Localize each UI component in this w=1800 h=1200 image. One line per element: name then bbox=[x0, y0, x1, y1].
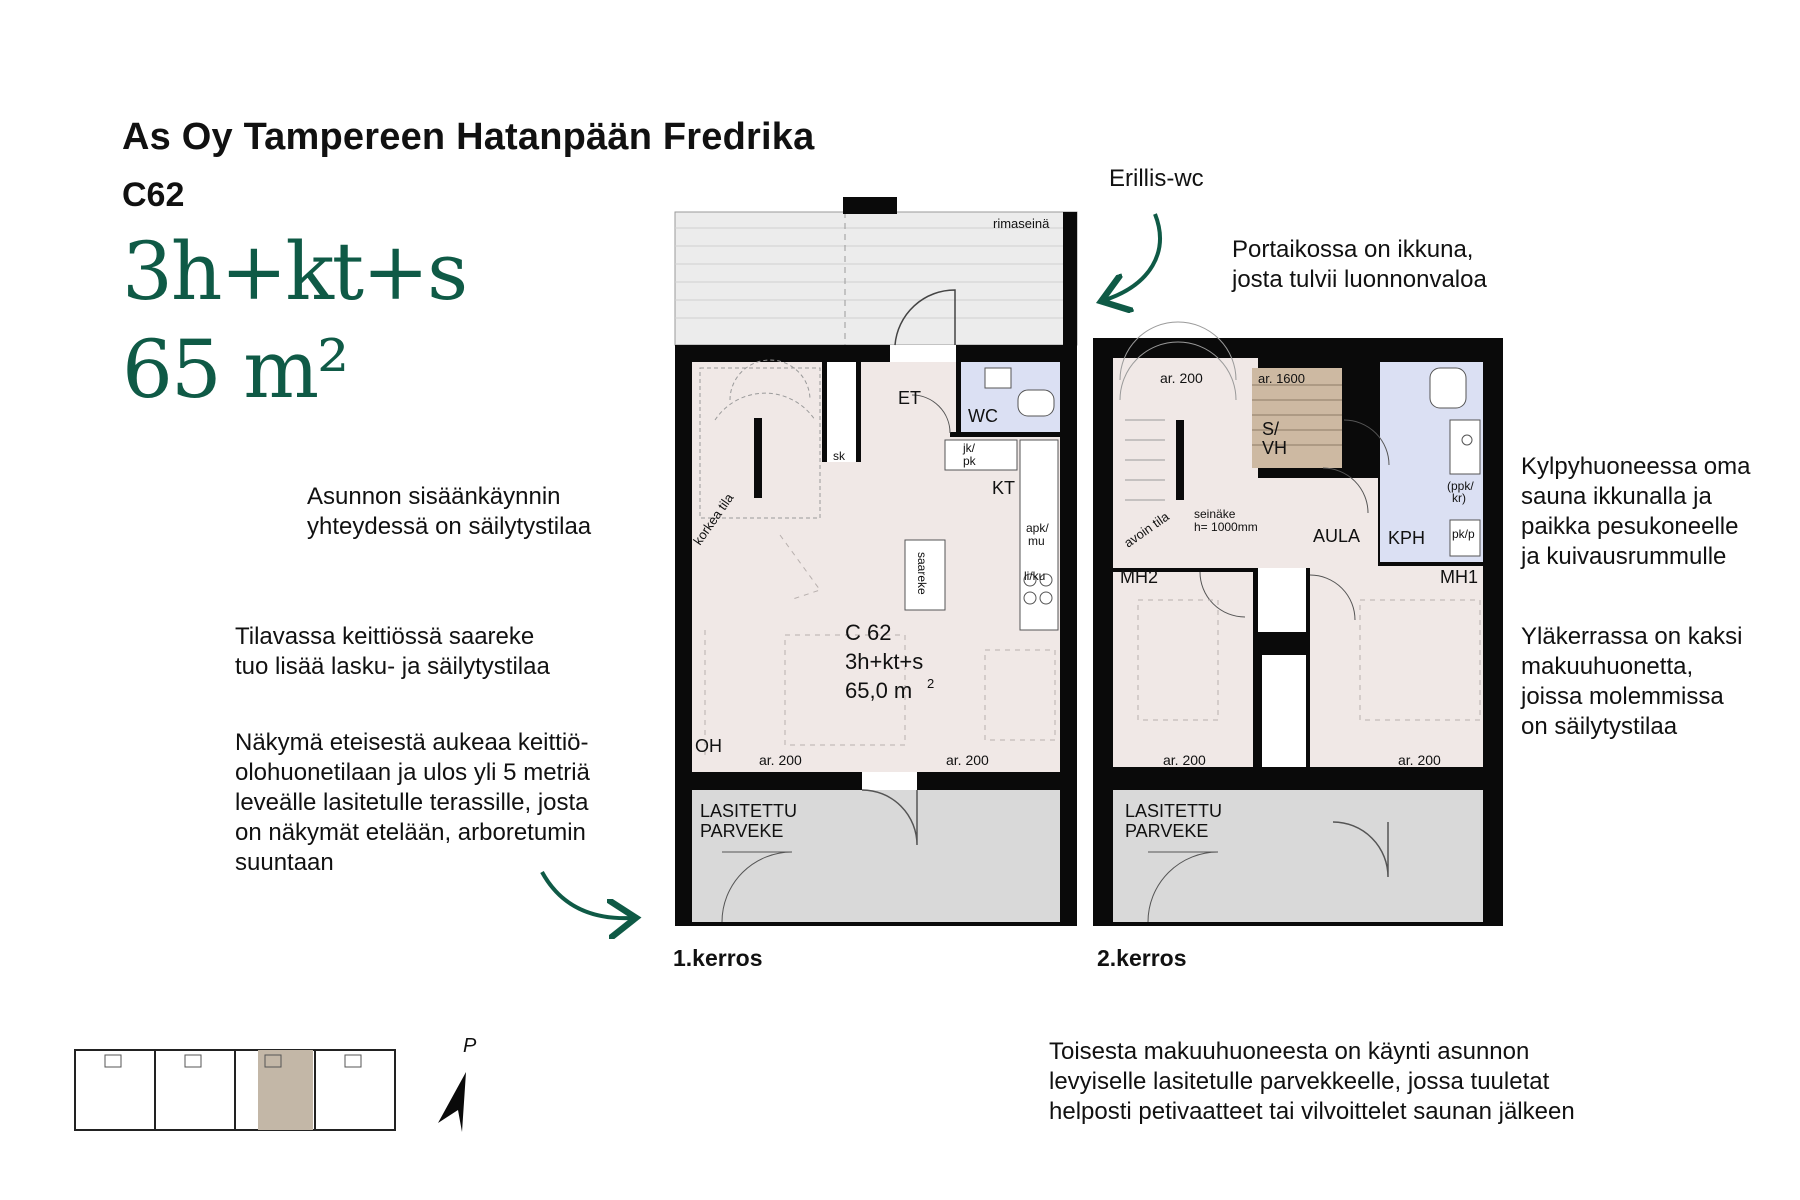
label-rimaseina: rimaseinä bbox=[993, 216, 1050, 231]
floor2-label: 2.kerros bbox=[1097, 945, 1187, 971]
note-balcony-access: Toisesta makuuhuoneesta on käynti asunno… bbox=[1049, 1038, 1575, 1125]
label-mu: mu bbox=[1028, 534, 1045, 548]
room-mh2 bbox=[1113, 572, 1253, 767]
label-mh2: MH2 bbox=[1120, 567, 1158, 587]
label-kr: kr) bbox=[1452, 491, 1466, 505]
label-ppk: (ppk/ bbox=[1447, 479, 1474, 493]
label-pkp: pk/p bbox=[1452, 527, 1475, 541]
balcony-floor2 bbox=[1113, 790, 1483, 922]
label-liku: li/ku bbox=[1024, 569, 1045, 583]
label-balcony2-f2: PARVEKE bbox=[1125, 821, 1208, 841]
room-stair-aula bbox=[1113, 358, 1258, 568]
label-ar-stair: ar. 200 bbox=[1160, 370, 1203, 386]
label-apt-area-sup: 2 bbox=[927, 676, 934, 691]
arrow-to-balcony bbox=[540, 871, 632, 918]
label-pk: pk bbox=[963, 454, 977, 468]
label-kph: KPH bbox=[1388, 528, 1425, 548]
terrace bbox=[674, 211, 1078, 346]
label-apt-area: 65,0 m bbox=[845, 678, 912, 703]
apartment-code: C62 bbox=[122, 176, 185, 214]
apartment-type: 3h+kt+s bbox=[122, 225, 468, 318]
label-wc: WC bbox=[968, 406, 998, 426]
note-view: Näkymä eteisestä aukeaa keittiö- olohuon… bbox=[235, 729, 590, 876]
balcony-floor1 bbox=[692, 790, 1060, 922]
label-ar-sauna: ar. 1600 bbox=[1258, 371, 1305, 386]
label-ar-left-f2: ar. 200 bbox=[1163, 752, 1206, 768]
note-separate-wc: Erillis-wc bbox=[1109, 165, 1204, 192]
label-apt-code: C 62 bbox=[845, 620, 891, 645]
label-apt-type: 3h+kt+s bbox=[845, 649, 923, 674]
label-apk: apk/ bbox=[1026, 521, 1049, 535]
storage-sk bbox=[826, 362, 856, 462]
note-bedrooms: Yläkerrassa on kaksi makuuhuonetta, jois… bbox=[1521, 623, 1743, 740]
room-aula bbox=[1258, 478, 1378, 568]
compass-icon: P bbox=[438, 1035, 477, 1132]
kitchen-island bbox=[904, 539, 946, 611]
label-saareke: saareke bbox=[915, 552, 929, 595]
label-oh: OH bbox=[695, 736, 722, 756]
label-aula: AULA bbox=[1313, 526, 1360, 546]
apartment-area: 65 m² bbox=[122, 323, 349, 416]
label-s: S/ bbox=[1262, 419, 1279, 439]
compass-north-label: P bbox=[463, 1035, 477, 1057]
label-ar-right-f1: ar. 200 bbox=[946, 752, 989, 768]
label-balcony2-f1: PARVEKE bbox=[700, 821, 783, 841]
floor1-label: 1.kerros bbox=[673, 945, 763, 971]
label-balcony1-f2: LASITETTU bbox=[1125, 801, 1222, 821]
arrow-to-wc bbox=[1105, 213, 1162, 300]
label-sk: sk bbox=[833, 449, 846, 463]
label-balcony1-f1: LASITETTU bbox=[700, 801, 797, 821]
label-et: ET bbox=[898, 388, 921, 408]
note-bathroom: Kylpyhuoneessa oma sauna ikkunalla ja pa… bbox=[1521, 453, 1751, 570]
label-vh: VH bbox=[1262, 438, 1287, 458]
key-plan bbox=[74, 1049, 396, 1131]
highlighted-unit bbox=[258, 1050, 313, 1130]
note-stair-window: Portaikossa on ikkuna, josta tulvii luon… bbox=[1232, 236, 1487, 293]
label-mh1: MH1 bbox=[1440, 567, 1478, 587]
closet bbox=[1258, 568, 1306, 632]
label-ar-left-f1: ar. 200 bbox=[759, 752, 802, 768]
label-jk: jk/ bbox=[962, 441, 976, 455]
label-seinake: seinäke bbox=[1194, 507, 1236, 521]
label-seinake-h: h= 1000mm bbox=[1194, 520, 1258, 534]
label-kt: KT bbox=[992, 478, 1015, 498]
note-kitchen-island: Tilavassa keittiössä saareke tuo lisää l… bbox=[235, 623, 550, 680]
note-entrance-storage: Asunnon sisäänkäynnin yhteydessä on säil… bbox=[307, 483, 592, 540]
floor1-plan: rimaseinä korkea tila bbox=[674, 197, 1078, 926]
closet2 bbox=[1262, 655, 1306, 767]
floor2-plan: ar. 200 ar. 1600 S/ VH avoin tila seinäk… bbox=[1093, 321, 1503, 926]
project-title: As Oy Tampereen Hatanpään Fredrika bbox=[122, 116, 815, 158]
room-mh1 bbox=[1310, 566, 1483, 767]
label-ar-right-f2: ar. 200 bbox=[1398, 752, 1441, 768]
